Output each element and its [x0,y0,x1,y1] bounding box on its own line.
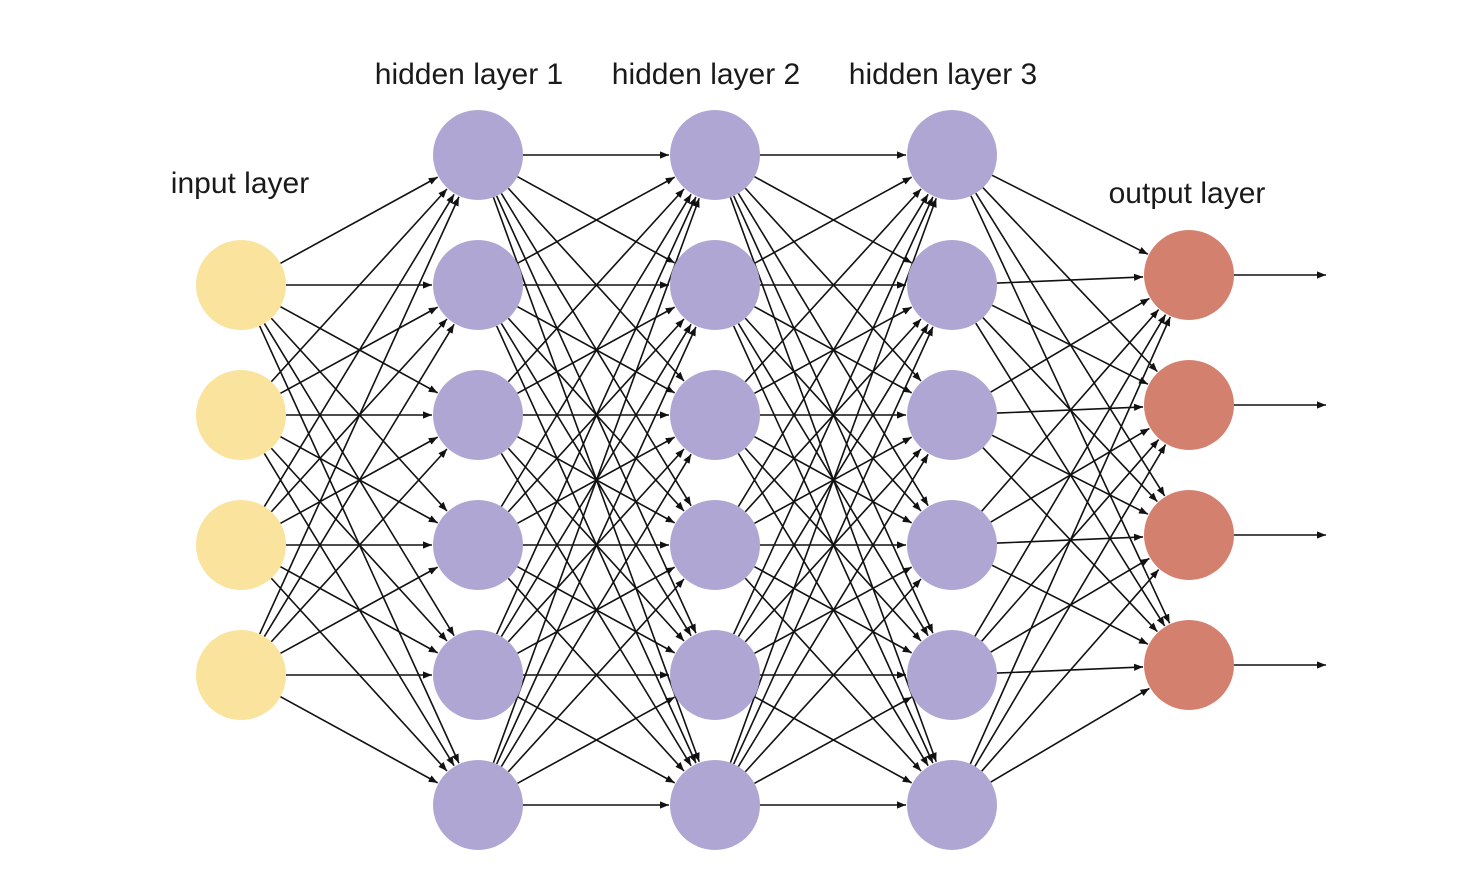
edge-hidden1-6-to-hidden2-4 [507,578,685,773]
input-node-2 [196,370,286,460]
output-node-3 [1144,490,1234,580]
edge-hidden2-5-to-hidden3-1 [732,196,934,635]
hidden3-node-4 [907,500,997,590]
hidden2-node-6 [670,760,760,850]
hidden1-node-6 [433,760,523,850]
edge-hidden3-1-to-output-1 [991,174,1149,255]
hidden-layer-3-label: hidden layer 3 [849,58,1037,91]
edge-input-4-to-hidden1-6 [280,695,439,784]
edge-input-1-to-hidden1-1 [280,176,439,265]
edge-input-4-to-hidden1-2 [263,323,455,637]
hidden2-node-5 [670,630,760,720]
hidden1-node-1 [433,110,523,200]
edge-hidden1-6-to-hidden2-5 [517,696,676,785]
hidden3-node-2 [907,240,997,330]
input-layer-label: input layer [171,167,309,200]
edge-hidden1-4-to-hidden2-1 [500,193,692,507]
edge-hidden1-5-to-hidden2-1 [495,196,697,635]
edge-hidden3-2-to-output-1 [996,273,1144,284]
edge-hidden1-2-to-hidden2-1 [517,176,676,265]
output-node-1 [1144,230,1234,320]
edge-input-4-to-hidden1-3 [270,448,448,643]
hidden-layer-2-label: hidden layer 2 [612,58,800,91]
edge-hidden3-5-to-output-1 [974,314,1167,637]
edge-hidden2-6-to-hidden3-1 [729,197,937,763]
edge-hidden2-6-to-hidden3-4 [744,578,922,773]
edge-hidden2-6-to-hidden3-5 [754,696,913,785]
output-arrows [1234,271,1326,669]
edge-hidden3-6-to-output-4 [990,687,1150,783]
hidden3-node-3 [907,370,997,460]
hidden2-node-3 [670,370,760,460]
hidden1-node-4 [433,500,523,590]
connection-edges [258,151,1171,809]
output-layer-label: output layer [1109,177,1266,210]
input-node-1 [196,240,286,330]
edge-hidden1-6-to-hidden2-3 [500,453,692,767]
edge-input-2-to-hidden1-1 [270,188,448,383]
edge-hidden3-6-to-output-3 [981,569,1160,772]
output-node-4 [1144,620,1234,710]
output-node-2 [1144,360,1234,450]
hidden1-node-3 [433,370,523,460]
edge-hidden2-6-to-hidden3-2 [732,326,934,765]
edge-hidden1-6-to-hidden2-2 [495,326,697,765]
hidden3-node-6 [907,760,997,850]
edge-input-4-to-hidden1-4 [280,566,439,655]
edge-hidden3-6-to-output-1 [969,316,1171,765]
hidden2-node-2 [670,240,760,330]
hidden-layer-1-label: hidden layer 1 [375,58,563,91]
hidden3-node-5 [907,630,997,720]
edge-input-4-to-hidden1-1 [258,196,460,635]
network-nodes [196,110,1234,850]
edge-hidden3-4-to-output-1 [981,309,1160,512]
edge-input-3-to-hidden1-1 [263,193,455,507]
input-node-4 [196,630,286,720]
hidden3-node-1 [907,110,997,200]
edge-hidden1-6-to-hidden2-1 [492,197,700,763]
hidden2-node-1 [670,110,760,200]
edge-hidden1-3-to-hidden2-1 [507,188,685,383]
edge-hidden2-6-to-hidden3-3 [737,453,929,767]
edge-hidden2-3-to-hidden3-1 [744,188,922,383]
hidden1-node-2 [433,240,523,330]
edge-hidden3-6-to-output-2 [974,444,1167,767]
hidden2-node-4 [670,500,760,590]
edge-hidden3-3-to-output-1 [990,297,1150,393]
hidden1-node-5 [433,630,523,720]
edge-hidden2-4-to-hidden3-1 [737,193,929,507]
edge-hidden2-2-to-hidden3-1 [754,176,913,265]
input-node-3 [196,500,286,590]
